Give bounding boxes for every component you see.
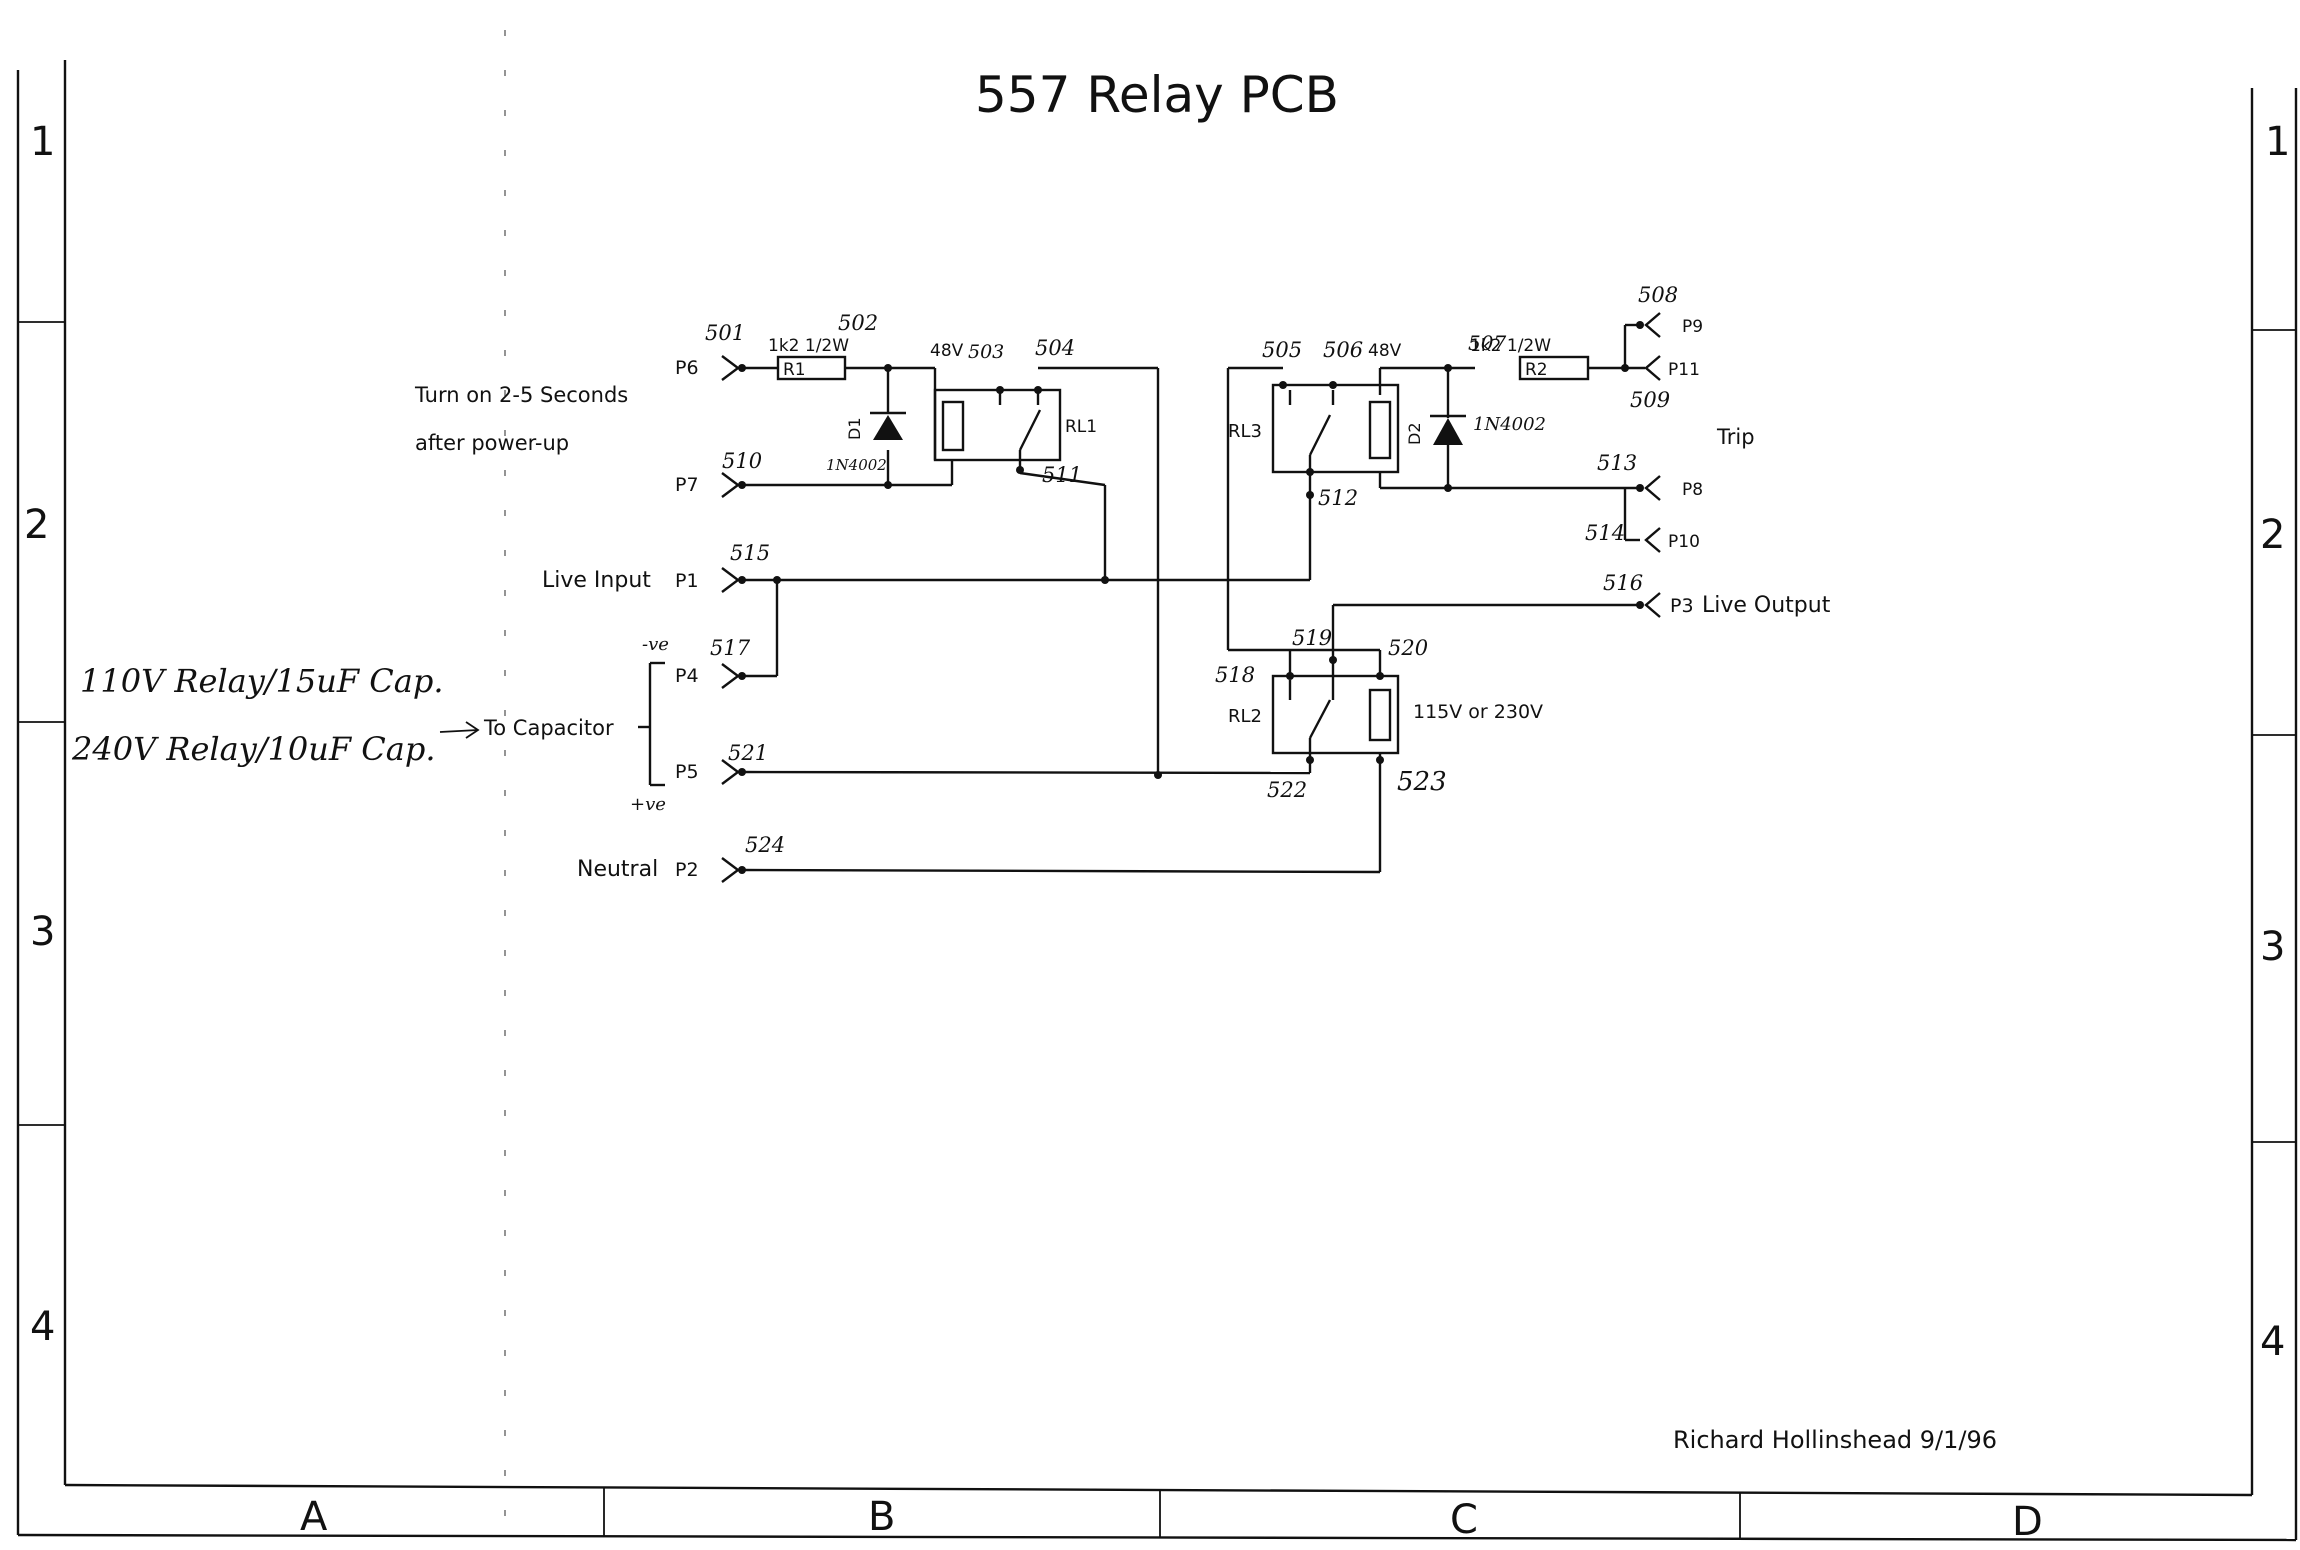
relay-rl3-coil [1368, 400, 1392, 460]
solder-point-labels: 501 502 503 504 505 506 507 508 509 510 … [705, 283, 1678, 857]
resistor-r2-value: 1k2 1/2W [1470, 336, 1551, 356]
neutral-label: Neutral [577, 857, 658, 882]
arrow-icon [439, 721, 480, 739]
diode-d2-part: 1N4002 [1473, 414, 1546, 435]
solder-point-509: 509 [1630, 388, 1670, 412]
solder-point-524: 524 [745, 833, 785, 857]
solder-point-501: 501 [705, 321, 745, 345]
solder-point-522: 522 [1267, 778, 1307, 802]
circuit-wiring [638, 323, 1645, 874]
diode-d2-symbol [1430, 414, 1466, 445]
solder-point-519: 519 [1292, 626, 1332, 650]
relay-rl2-coil [1368, 688, 1392, 742]
row-label-right-2: 2 [2260, 512, 2285, 558]
resistor-r1-label: R1 [783, 360, 806, 380]
resistor-r1-value: 1k2 1/2W [768, 336, 849, 356]
connector-p9-label: P9 [1682, 317, 1703, 337]
solder-point-514: 514 [1585, 521, 1625, 545]
relay-rl2-label: RL2 [1228, 706, 1262, 727]
solder-point-521: 521 [728, 741, 768, 765]
row-label-left-3: 3 [30, 909, 55, 955]
connector-p2-label: P2 [675, 859, 699, 881]
supply-48v-label-b: 48V [1368, 341, 1402, 361]
solder-point-511: 511 [1042, 463, 1082, 487]
solder-point-502: 502 [838, 311, 878, 335]
connector-p10-label: P10 [1668, 532, 1700, 552]
to-capacitor-label: To Capacitor [483, 716, 614, 740]
handwritten-note-line1: 110V Relay/15uF Cap. [80, 662, 443, 700]
solder-point-520: 520 [1388, 636, 1428, 660]
diode-d1-part: 1N4002 [826, 456, 887, 474]
row-label-right-1: 1 [2265, 119, 2290, 165]
row-label-left-4: 4 [30, 1304, 55, 1350]
solder-point-523: 523 [1397, 767, 1447, 797]
diode-d1-symbol [870, 411, 906, 440]
connector-p4-label: P4 [675, 665, 699, 687]
solder-point-513: 513 [1597, 451, 1637, 475]
solder-point-517: 517 [710, 636, 751, 660]
relay-contacts [998, 390, 1335, 753]
connector-p5-label: P5 [675, 761, 699, 783]
solder-point-504: 504 [1035, 336, 1075, 360]
solder-point-505: 505 [1262, 338, 1302, 362]
coil-voltage-label: 115V or 230V [1413, 701, 1543, 723]
drawing-frame [16, 30, 2298, 1545]
turn-on-note-line2: after power-up [415, 431, 569, 455]
connector-p11-label: P11 [1668, 360, 1700, 380]
row-label-left-1: 1 [30, 119, 55, 165]
column-label-b: B [868, 1494, 895, 1540]
relay-rl1-coil [941, 400, 965, 452]
live-input-label: Live Input [542, 568, 651, 593]
resistor-r2-symbol [1518, 355, 1590, 381]
row-label-right-3: 3 [2260, 924, 2285, 970]
relay-rl1-label: RL1 [1065, 417, 1097, 437]
solder-point-512: 512 [1318, 486, 1358, 510]
connector-p6-label: P6 [675, 357, 699, 379]
row-label-left-2: 2 [24, 502, 49, 548]
turn-on-note-line1: Turn on 2-5 Seconds [414, 383, 628, 407]
solder-point-515: 515 [730, 541, 770, 565]
solder-point-516: 516 [1603, 571, 1643, 595]
author-signature: Richard Hollinshead 9/1/96 [1673, 1426, 1997, 1454]
junction-dots [738, 321, 1644, 874]
diode-d2-label: D2 [1405, 423, 1424, 446]
plus-ve-label: +ve [630, 794, 666, 815]
solder-point-503: 503 [968, 341, 1004, 363]
solder-point-518: 518 [1215, 663, 1255, 687]
handwritten-note-line2: 240V Relay/10uF Cap. [71, 730, 435, 768]
column-label-c: C [1450, 1497, 1478, 1543]
connector-p1-label: P1 [675, 570, 699, 592]
relay-rl3-label: RL3 [1228, 421, 1262, 442]
solder-point-510: 510 [722, 449, 762, 473]
column-label-a: A [300, 1494, 328, 1540]
column-label-d: D [2012, 1499, 2043, 1545]
solder-point-507: 507 [1468, 331, 1506, 355]
resistor-r1-symbol [776, 355, 847, 381]
supply-48v-label-a: 48V [930, 341, 964, 361]
connector-symbols [721, 312, 1661, 883]
diode-d1-label: D1 [845, 418, 864, 441]
connector-p7-label: P7 [675, 474, 699, 496]
connector-p8-label: P8 [1682, 480, 1703, 500]
connector-p3-label: P3 [1670, 595, 1694, 617]
live-output-label: Live Output [1702, 593, 1831, 618]
resistor-r2-label: R2 [1525, 360, 1548, 380]
minus-ve-label: -ve [642, 634, 669, 655]
trip-label: Trip [1716, 425, 1755, 449]
drawing-title: 557 Relay PCB [975, 66, 1339, 124]
solder-point-506: 506 [1323, 338, 1363, 362]
solder-point-508: 508 [1638, 283, 1678, 307]
row-label-right-4: 4 [2260, 1319, 2285, 1365]
